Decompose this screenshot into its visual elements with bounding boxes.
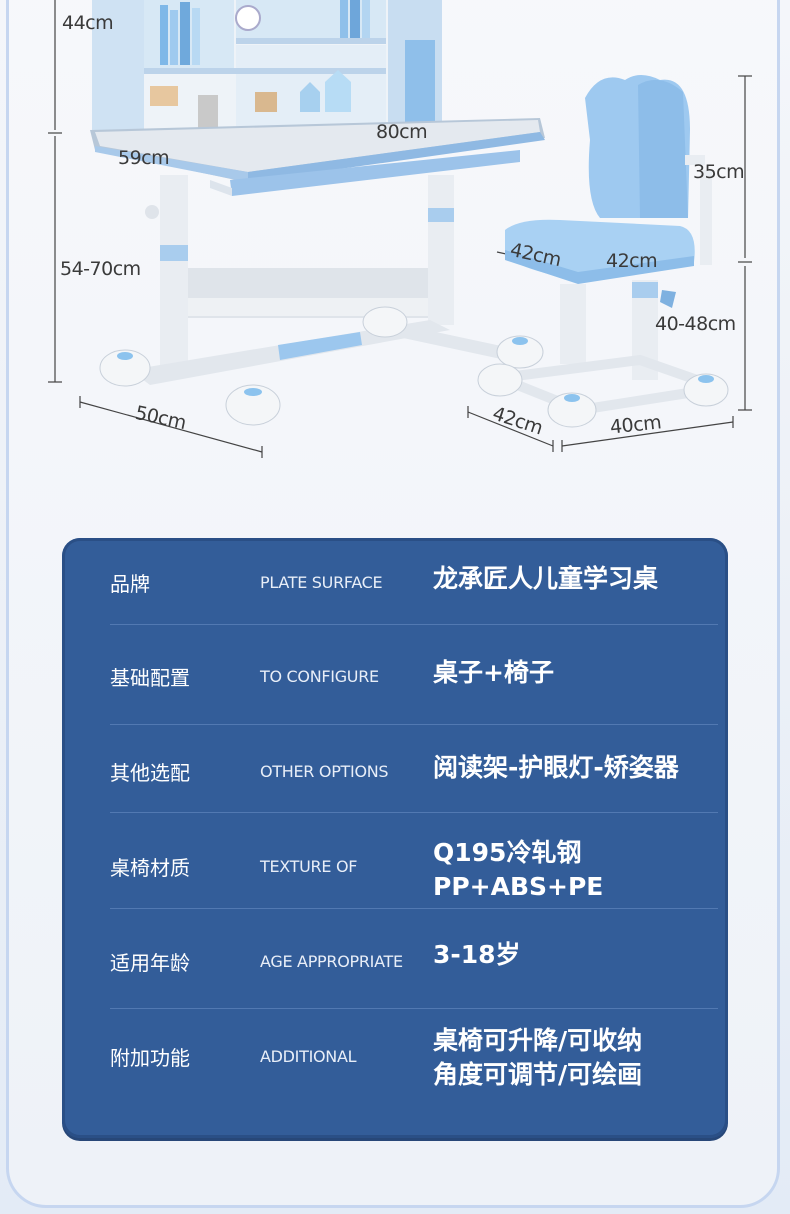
spec-value-line1: Q195冷轧钢	[433, 838, 582, 867]
divider	[110, 624, 718, 625]
dim-seat-width: 42cm	[606, 250, 658, 272]
divider	[110, 908, 718, 909]
spec-panel: 品牌 PLATE SURFACE 龙承匠人儿童学习桌 基础配置 TO CONFI…	[62, 538, 728, 1138]
spec-value: 阅读架-护眼灯-矫姿器	[433, 753, 679, 782]
spec-label-cn: 桌椅材质	[110, 856, 190, 880]
dim-seat-height: 40-48cm	[655, 313, 736, 335]
spec-label-cn: 其他选配	[110, 761, 190, 785]
divider	[110, 1008, 718, 1009]
spec-value: 3-18岁	[433, 940, 521, 969]
dim-desk-height: 54-70cm	[60, 258, 141, 280]
spec-label-en: ADDITIONAL	[260, 1047, 357, 1066]
spec-label-cn: 适用年龄	[110, 951, 190, 975]
spec-value-line1: 桌椅可升降/可收纳	[433, 1026, 643, 1055]
divider	[110, 812, 718, 813]
spec-label-en: OTHER OPTIONS	[260, 762, 389, 781]
dim-top-height: 44cm	[62, 12, 114, 34]
spec-label-en: TEXTURE OF	[260, 857, 358, 876]
dim-backrest-height: 35cm	[693, 161, 745, 183]
spec-value-line2: PP+ABS+PE	[433, 872, 604, 901]
product-illustration: 44cm 80cm 59cm 54-70cm 50cm 35cm 42cm 42…	[0, 0, 790, 480]
desk-chair-drawing	[48, 0, 752, 458]
spec-label-en: PLATE SURFACE	[260, 573, 383, 592]
spec-label-cn: 品牌	[110, 572, 150, 596]
dim-desk-width: 80cm	[376, 121, 428, 143]
spec-label-cn: 附加功能	[110, 1046, 190, 1070]
spec-label-cn: 基础配置	[110, 666, 190, 690]
spec-value: 桌子+椅子	[433, 658, 554, 687]
spec-label-en: TO CONFIGURE	[260, 667, 379, 686]
spec-label-en: AGE APPROPRIATE	[260, 952, 403, 971]
divider	[110, 724, 718, 725]
spec-value-line2: 角度可调节/可绘画	[433, 1060, 643, 1089]
dim-desk-depth: 59cm	[118, 147, 170, 169]
spec-value: 龙承匠人儿童学习桌	[433, 564, 659, 593]
